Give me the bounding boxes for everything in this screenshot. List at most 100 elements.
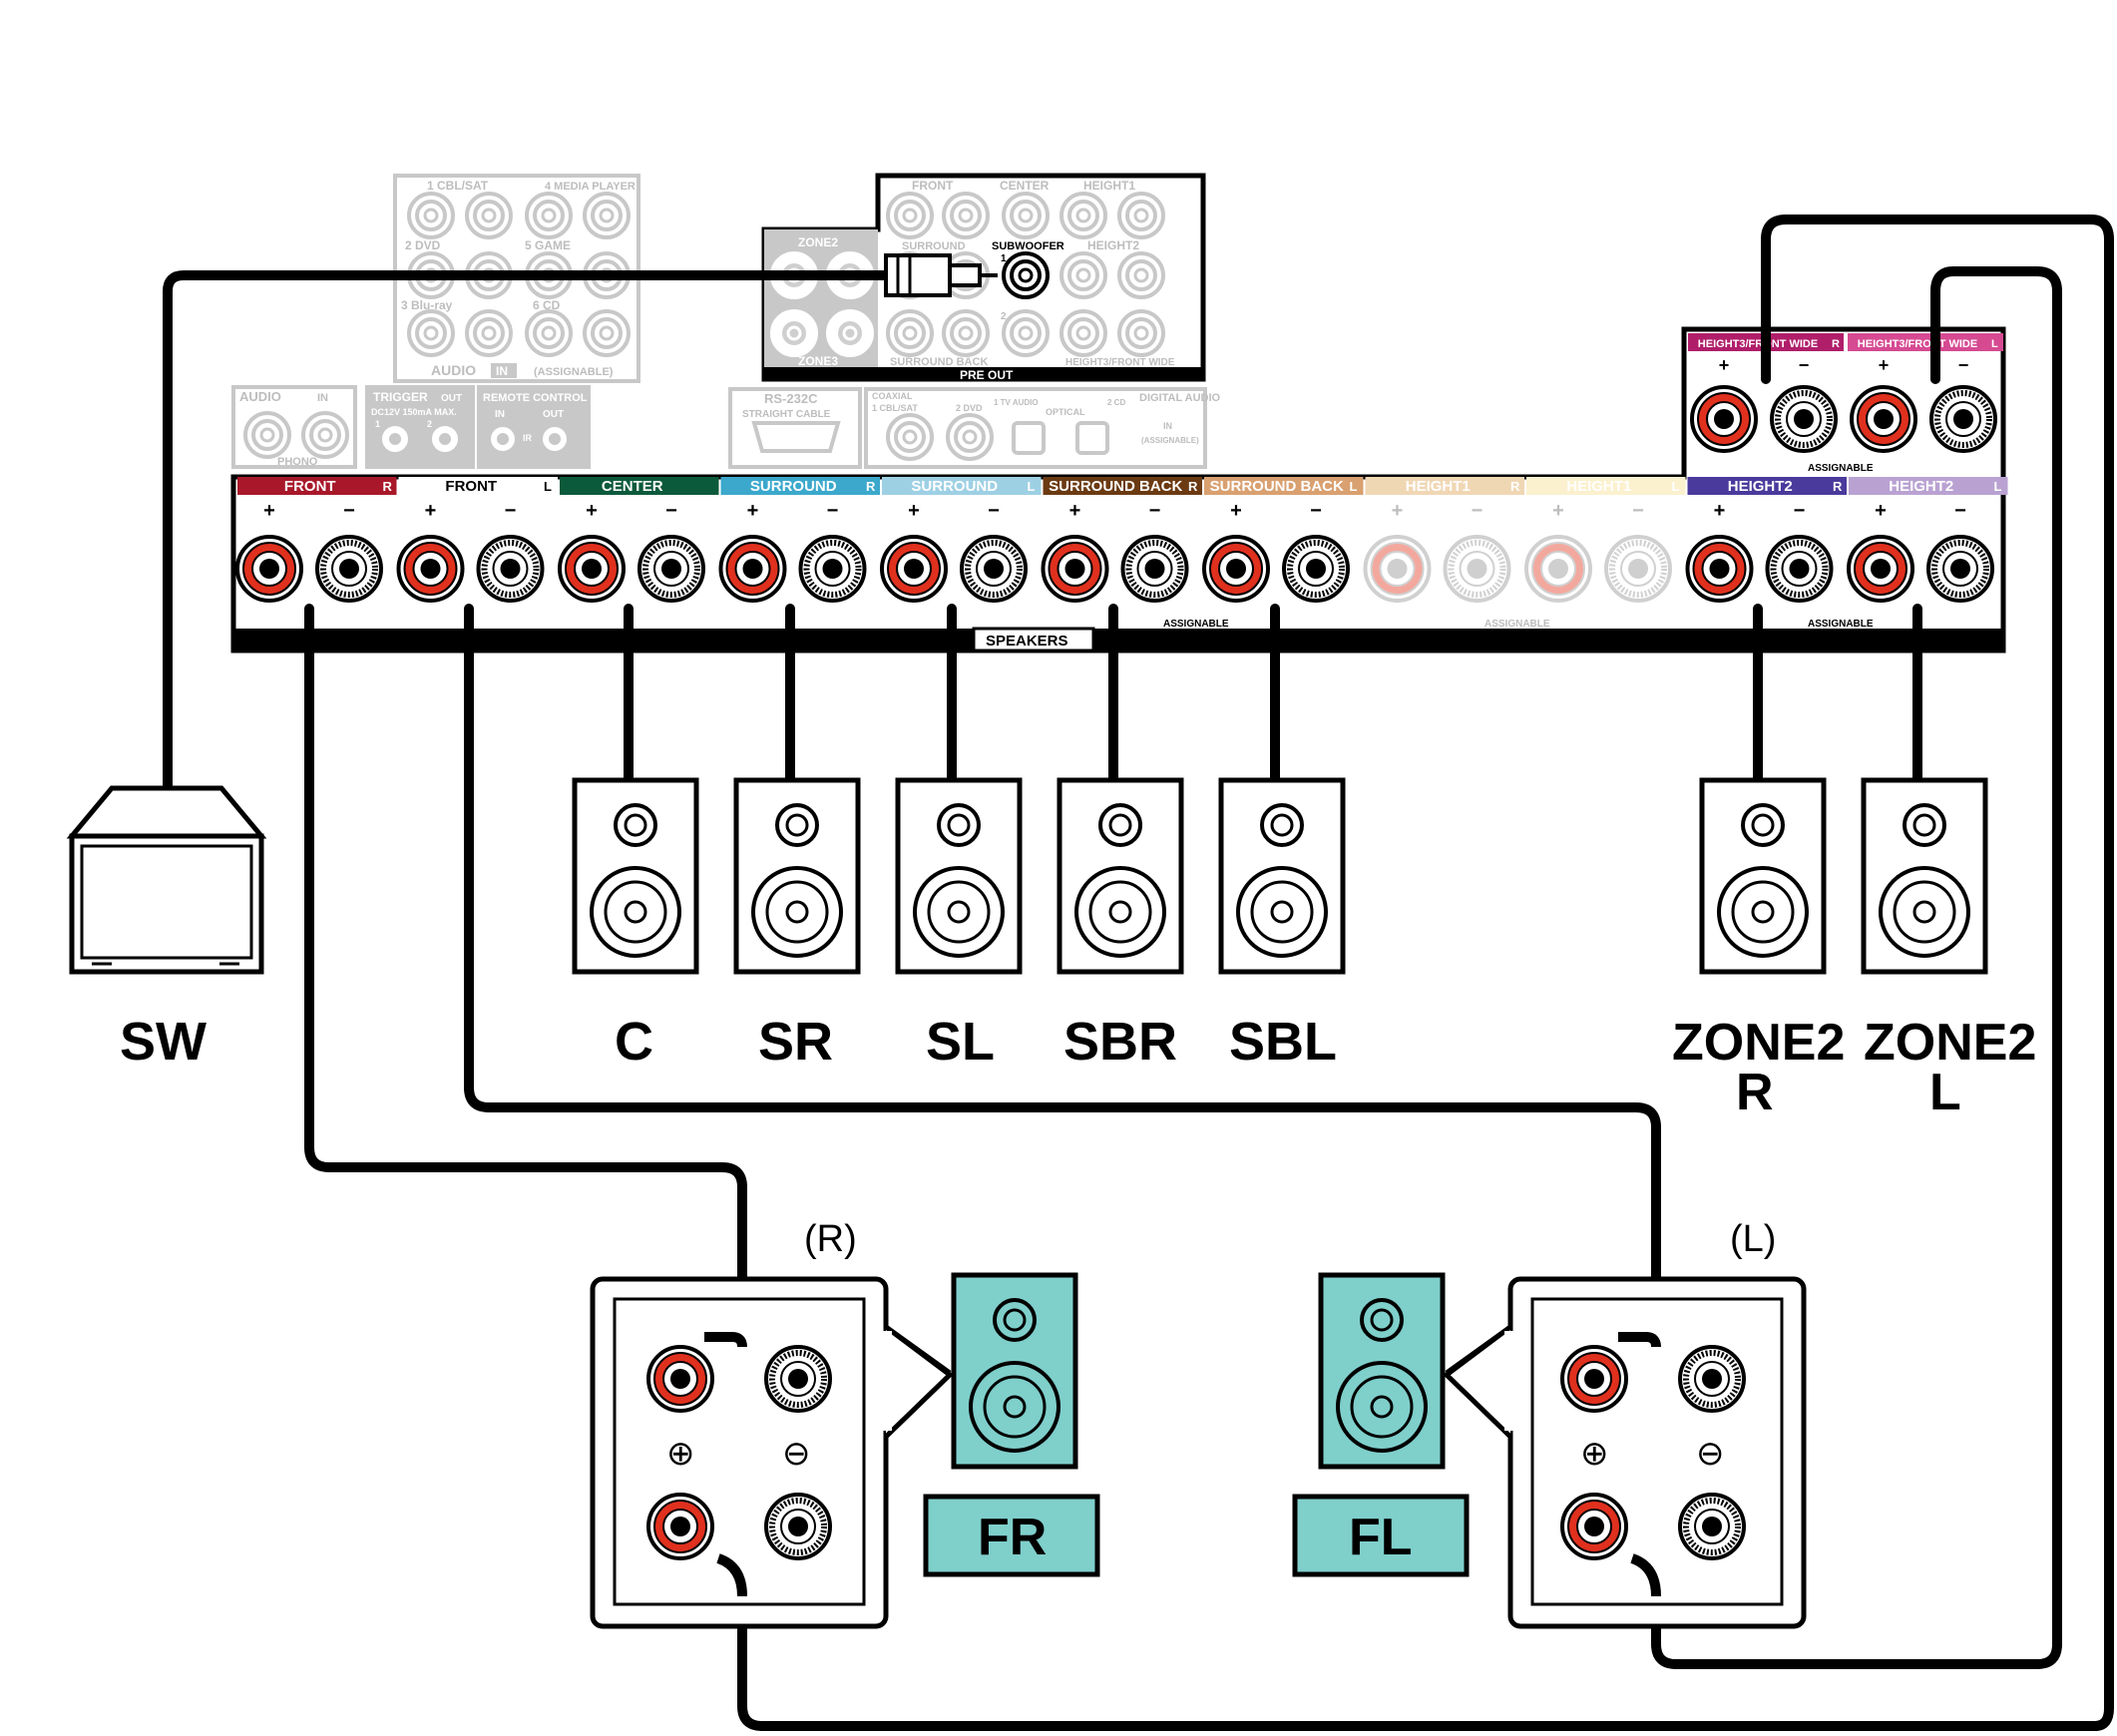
trigger-spec: DC12V 150mA MAX. [371, 407, 457, 417]
channel-label: FRONT [445, 478, 497, 495]
remote-ir: IR [523, 433, 533, 443]
channel-tag: L [1672, 479, 1680, 494]
trigger-out: OUT [441, 393, 462, 404]
plus-sign: + [263, 500, 275, 522]
terminal-l-plus: ⊕ [1580, 1435, 1609, 1473]
pre-out-sub-1: 1 [1001, 253, 1007, 264]
pre-out-center: CENTER [1000, 179, 1050, 193]
channel-band [1204, 477, 1364, 495]
channel-band [1687, 477, 1847, 495]
terminal-minus [801, 537, 865, 601]
channel-band [237, 477, 397, 495]
audio-in-title: AUDIO [431, 362, 476, 378]
channel-tag: L [544, 479, 552, 494]
channel-band [1043, 477, 1202, 495]
channel-label: HEIGHT1 [1406, 478, 1471, 495]
channel-label: SURROUND [911, 478, 998, 495]
front-l-minus-wire [1651, 266, 2062, 1669]
height3-band [1848, 333, 2003, 351]
audio-input-1: 1 CBL/SAT [427, 179, 489, 193]
terminal-r-minus: ⊖ [782, 1435, 811, 1473]
speaker-zone2l [1864, 780, 1985, 972]
channel-tag: R [1188, 479, 1198, 494]
channel-tag: L [1028, 479, 1036, 494]
audio-input-3: 3 Blu-ray [401, 298, 453, 312]
pre-out-surround-back: SURROUND BACK [890, 356, 988, 368]
trigger-panel: TRIGGER OUT DC12V 150mA MAX. 1 2 [365, 385, 475, 469]
rca-plug [884, 253, 998, 297]
terminal-l-minus: ⊖ [1696, 1435, 1725, 1473]
label-sl: SL [926, 1012, 995, 1072]
terminal-minus [1928, 537, 1992, 601]
terminal-plus [396, 535, 465, 603]
channel-2: CENTER+− [558, 477, 719, 601]
channel-tag: L [1994, 479, 2002, 494]
channel-band [398, 477, 558, 495]
terminal-plus [718, 535, 787, 603]
digital-title: DIGITAL AUDIO [1139, 392, 1221, 404]
speaker-zone2r [1702, 780, 1824, 972]
pre-out-sub-2: 2 [1001, 311, 1007, 322]
digital-in: IN [1163, 421, 1172, 431]
phono-name: PHONO [277, 456, 318, 468]
terminal-minus [1446, 537, 1509, 601]
phono-in-label: IN [317, 392, 328, 404]
channel-band [1849, 477, 2008, 495]
terminal-plus [1041, 535, 1109, 603]
terminal-minus [639, 537, 703, 601]
label-sr: SR [758, 1012, 833, 1072]
trigger-2: 2 [427, 419, 432, 429]
channel-band [1526, 477, 1686, 495]
plus-sign: + [1392, 500, 1404, 522]
label-sbr: SBR [1063, 1012, 1177, 1072]
label-zone2r-1: ZONE2 [1672, 1014, 1845, 1072]
pre-out-front: FRONT [912, 179, 954, 193]
speaker-sbr [1059, 780, 1181, 972]
terminal-minus [1768, 537, 1832, 601]
terminal-minus [317, 537, 381, 601]
plus-sign: + [1714, 500, 1726, 522]
height3-label: HEIGHT3/FRONT WIDE [1858, 338, 1977, 350]
audio-input-4: 4 MEDIA PLAYER [545, 181, 635, 193]
digital-cbl: 1 CBL/SAT [872, 403, 918, 413]
label-sbl: SBL [1229, 1012, 1337, 1072]
channel-label: CENTER [602, 478, 663, 495]
digital-audio-panel: COAXIAL 1 CBL/SAT 2 DVD 1 TV AUDIO OPTIC… [864, 387, 1221, 469]
callout-r [884, 1325, 954, 1439]
assignable-h1: ASSIGNABLE [1484, 619, 1550, 630]
channel-tag: R [383, 479, 393, 494]
label-fl: FL [1349, 1509, 1413, 1566]
height3-tag: R [1832, 338, 1840, 350]
plus-sign: + [747, 500, 759, 522]
label-zone2l-1: ZONE2 [1864, 1014, 2036, 1072]
plus-sign: + [1719, 355, 1730, 375]
pre-out-zone3: ZONE3 [798, 354, 838, 368]
plus-sign: + [908, 500, 920, 522]
label-zone2l-2: L [1929, 1064, 1961, 1121]
rs232c-title: RS-232C [764, 391, 818, 406]
channel-band [560, 477, 719, 495]
terminal-plus [1850, 385, 1917, 453]
minus-sign: − [1799, 355, 1810, 375]
minus-sign: − [1472, 500, 1483, 522]
assignable-sb: ASSIGNABLE [1163, 619, 1229, 630]
subwoofer [66, 785, 267, 975]
channel-label: HEIGHT2 [1889, 478, 1953, 495]
front-r-minus-wire [737, 215, 2114, 1731]
wires [163, 215, 2114, 1731]
terminal-plus [1363, 535, 1432, 603]
terminal-plus [1685, 535, 1754, 603]
channel-tag: L [1350, 479, 1358, 494]
terminal-plus [1524, 535, 1592, 603]
terminal-plus [235, 535, 303, 603]
channel-tag: R [1833, 479, 1843, 494]
terminal-minus [479, 537, 543, 601]
terminal-minus [962, 537, 1026, 601]
terminal-plus [880, 535, 948, 603]
